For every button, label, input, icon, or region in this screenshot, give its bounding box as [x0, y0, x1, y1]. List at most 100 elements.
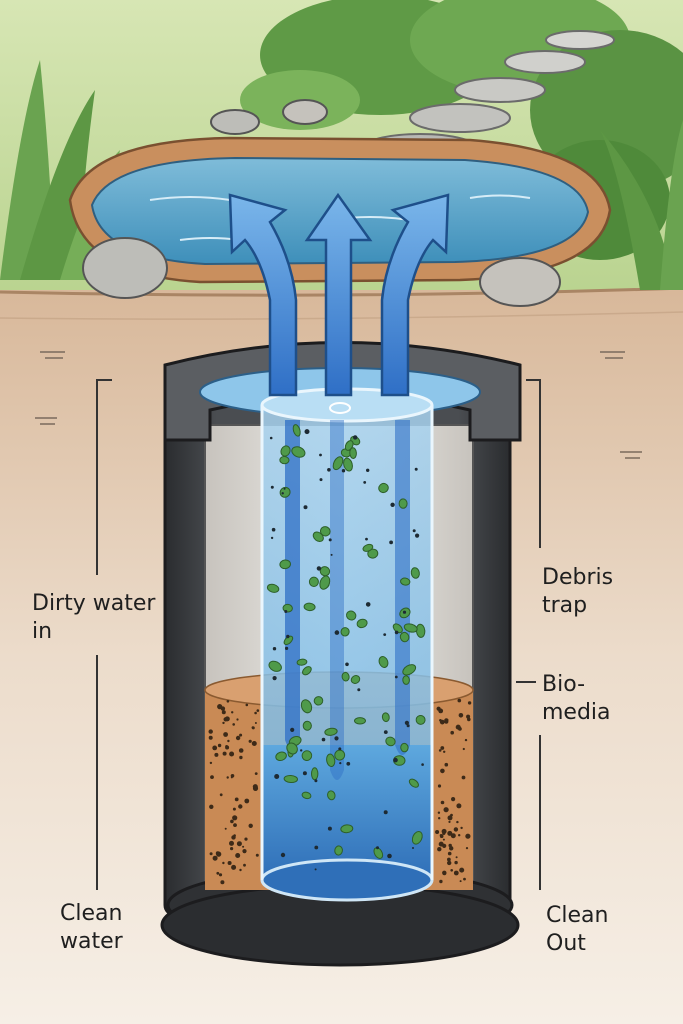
media-granule — [242, 845, 245, 848]
media-granule — [448, 820, 451, 824]
media-granule — [460, 826, 463, 830]
debris-speck — [274, 774, 280, 779]
algae-particle — [301, 750, 313, 761]
media-granule — [440, 768, 445, 774]
algae-particle — [332, 456, 344, 471]
media-granule — [235, 853, 241, 858]
label-line: Dirty water — [32, 591, 156, 616]
media-granule — [442, 831, 445, 834]
debris-speck — [284, 610, 288, 613]
media-granule — [244, 798, 250, 804]
algae-particle — [411, 831, 423, 845]
algae-particle — [378, 656, 389, 668]
media-granule — [232, 815, 238, 821]
media-granule — [208, 729, 213, 734]
algae-particle — [282, 603, 293, 613]
media-granule — [239, 868, 242, 872]
media-granule — [450, 813, 453, 817]
media-granule — [458, 834, 461, 837]
debris-speck — [415, 533, 420, 538]
debris-speck — [290, 727, 295, 733]
debris-speck — [412, 529, 416, 533]
media-granule — [248, 823, 253, 828]
media-granule — [255, 853, 259, 857]
media-granule — [231, 835, 236, 840]
debris-speck — [346, 761, 351, 766]
media-granule — [236, 718, 239, 721]
debris-speck — [365, 537, 368, 541]
algae-particle — [399, 631, 410, 643]
debris-speck — [383, 810, 388, 815]
media-granule — [224, 827, 227, 830]
media-granule — [235, 735, 241, 741]
debris-speck — [334, 736, 339, 741]
algae-particle — [283, 635, 294, 646]
media-granule — [208, 735, 213, 740]
algae-particle — [279, 455, 290, 465]
media-granule — [217, 704, 223, 710]
algae-particle — [312, 531, 324, 543]
algae-particle — [286, 742, 298, 755]
media-granule — [220, 880, 225, 885]
media-granule — [447, 860, 452, 866]
debris-speck — [394, 630, 399, 635]
media-granule — [251, 726, 255, 730]
debris-speck — [304, 429, 310, 435]
media-granule — [229, 751, 235, 757]
media-granule — [221, 710, 226, 715]
media-granule — [437, 847, 442, 852]
media-granule — [442, 838, 445, 841]
media-granule — [244, 837, 248, 841]
algae-particle — [311, 767, 319, 781]
media-granule — [232, 807, 236, 811]
media-granule — [456, 803, 462, 809]
debris-speck — [393, 757, 398, 763]
algae-particle — [334, 749, 346, 761]
media-granule — [252, 784, 258, 790]
debris-speck — [357, 688, 361, 692]
algae-particle — [300, 699, 313, 714]
algae-particle — [291, 446, 306, 458]
media-granule — [251, 741, 257, 746]
label-dirty-water-in: Dirty water in — [32, 590, 155, 646]
algae-particle — [326, 753, 336, 768]
media-granule — [444, 718, 449, 723]
debris-speck — [321, 737, 326, 742]
flow-arrow-center — [304, 192, 373, 397]
media-granule — [254, 772, 258, 775]
media-granule — [226, 776, 229, 779]
algae-particle — [319, 575, 331, 590]
media-granule — [224, 716, 230, 722]
algae-particle — [283, 774, 298, 784]
garden-pond — [68, 99, 612, 307]
debris-speck — [404, 720, 409, 726]
center-tube — [260, 387, 434, 902]
algae-particle — [400, 742, 409, 753]
debris-speck — [383, 633, 387, 636]
algae-particle — [381, 712, 390, 723]
media-granule — [209, 761, 213, 765]
media-granule — [256, 709, 260, 712]
media-granule — [238, 748, 244, 753]
media-granule — [223, 732, 229, 737]
leader-lines — [96, 379, 541, 890]
media-granule — [441, 828, 447, 834]
media-granule — [448, 843, 452, 848]
media-granule — [465, 833, 471, 839]
algae-particle — [385, 736, 396, 747]
media-granule — [454, 860, 458, 865]
media-granule — [254, 711, 257, 715]
media-granule — [440, 800, 445, 805]
media-granule — [231, 711, 234, 714]
media-granule — [248, 739, 252, 743]
label-line: trap — [542, 593, 588, 618]
debris-speck — [338, 747, 342, 751]
debris-speck — [390, 502, 395, 507]
media-granule — [466, 714, 471, 719]
debris-speck — [363, 481, 367, 484]
debris-speck — [271, 527, 276, 532]
debris-speck — [280, 852, 286, 858]
algae-particle — [350, 675, 361, 684]
debris-speck — [328, 538, 332, 542]
